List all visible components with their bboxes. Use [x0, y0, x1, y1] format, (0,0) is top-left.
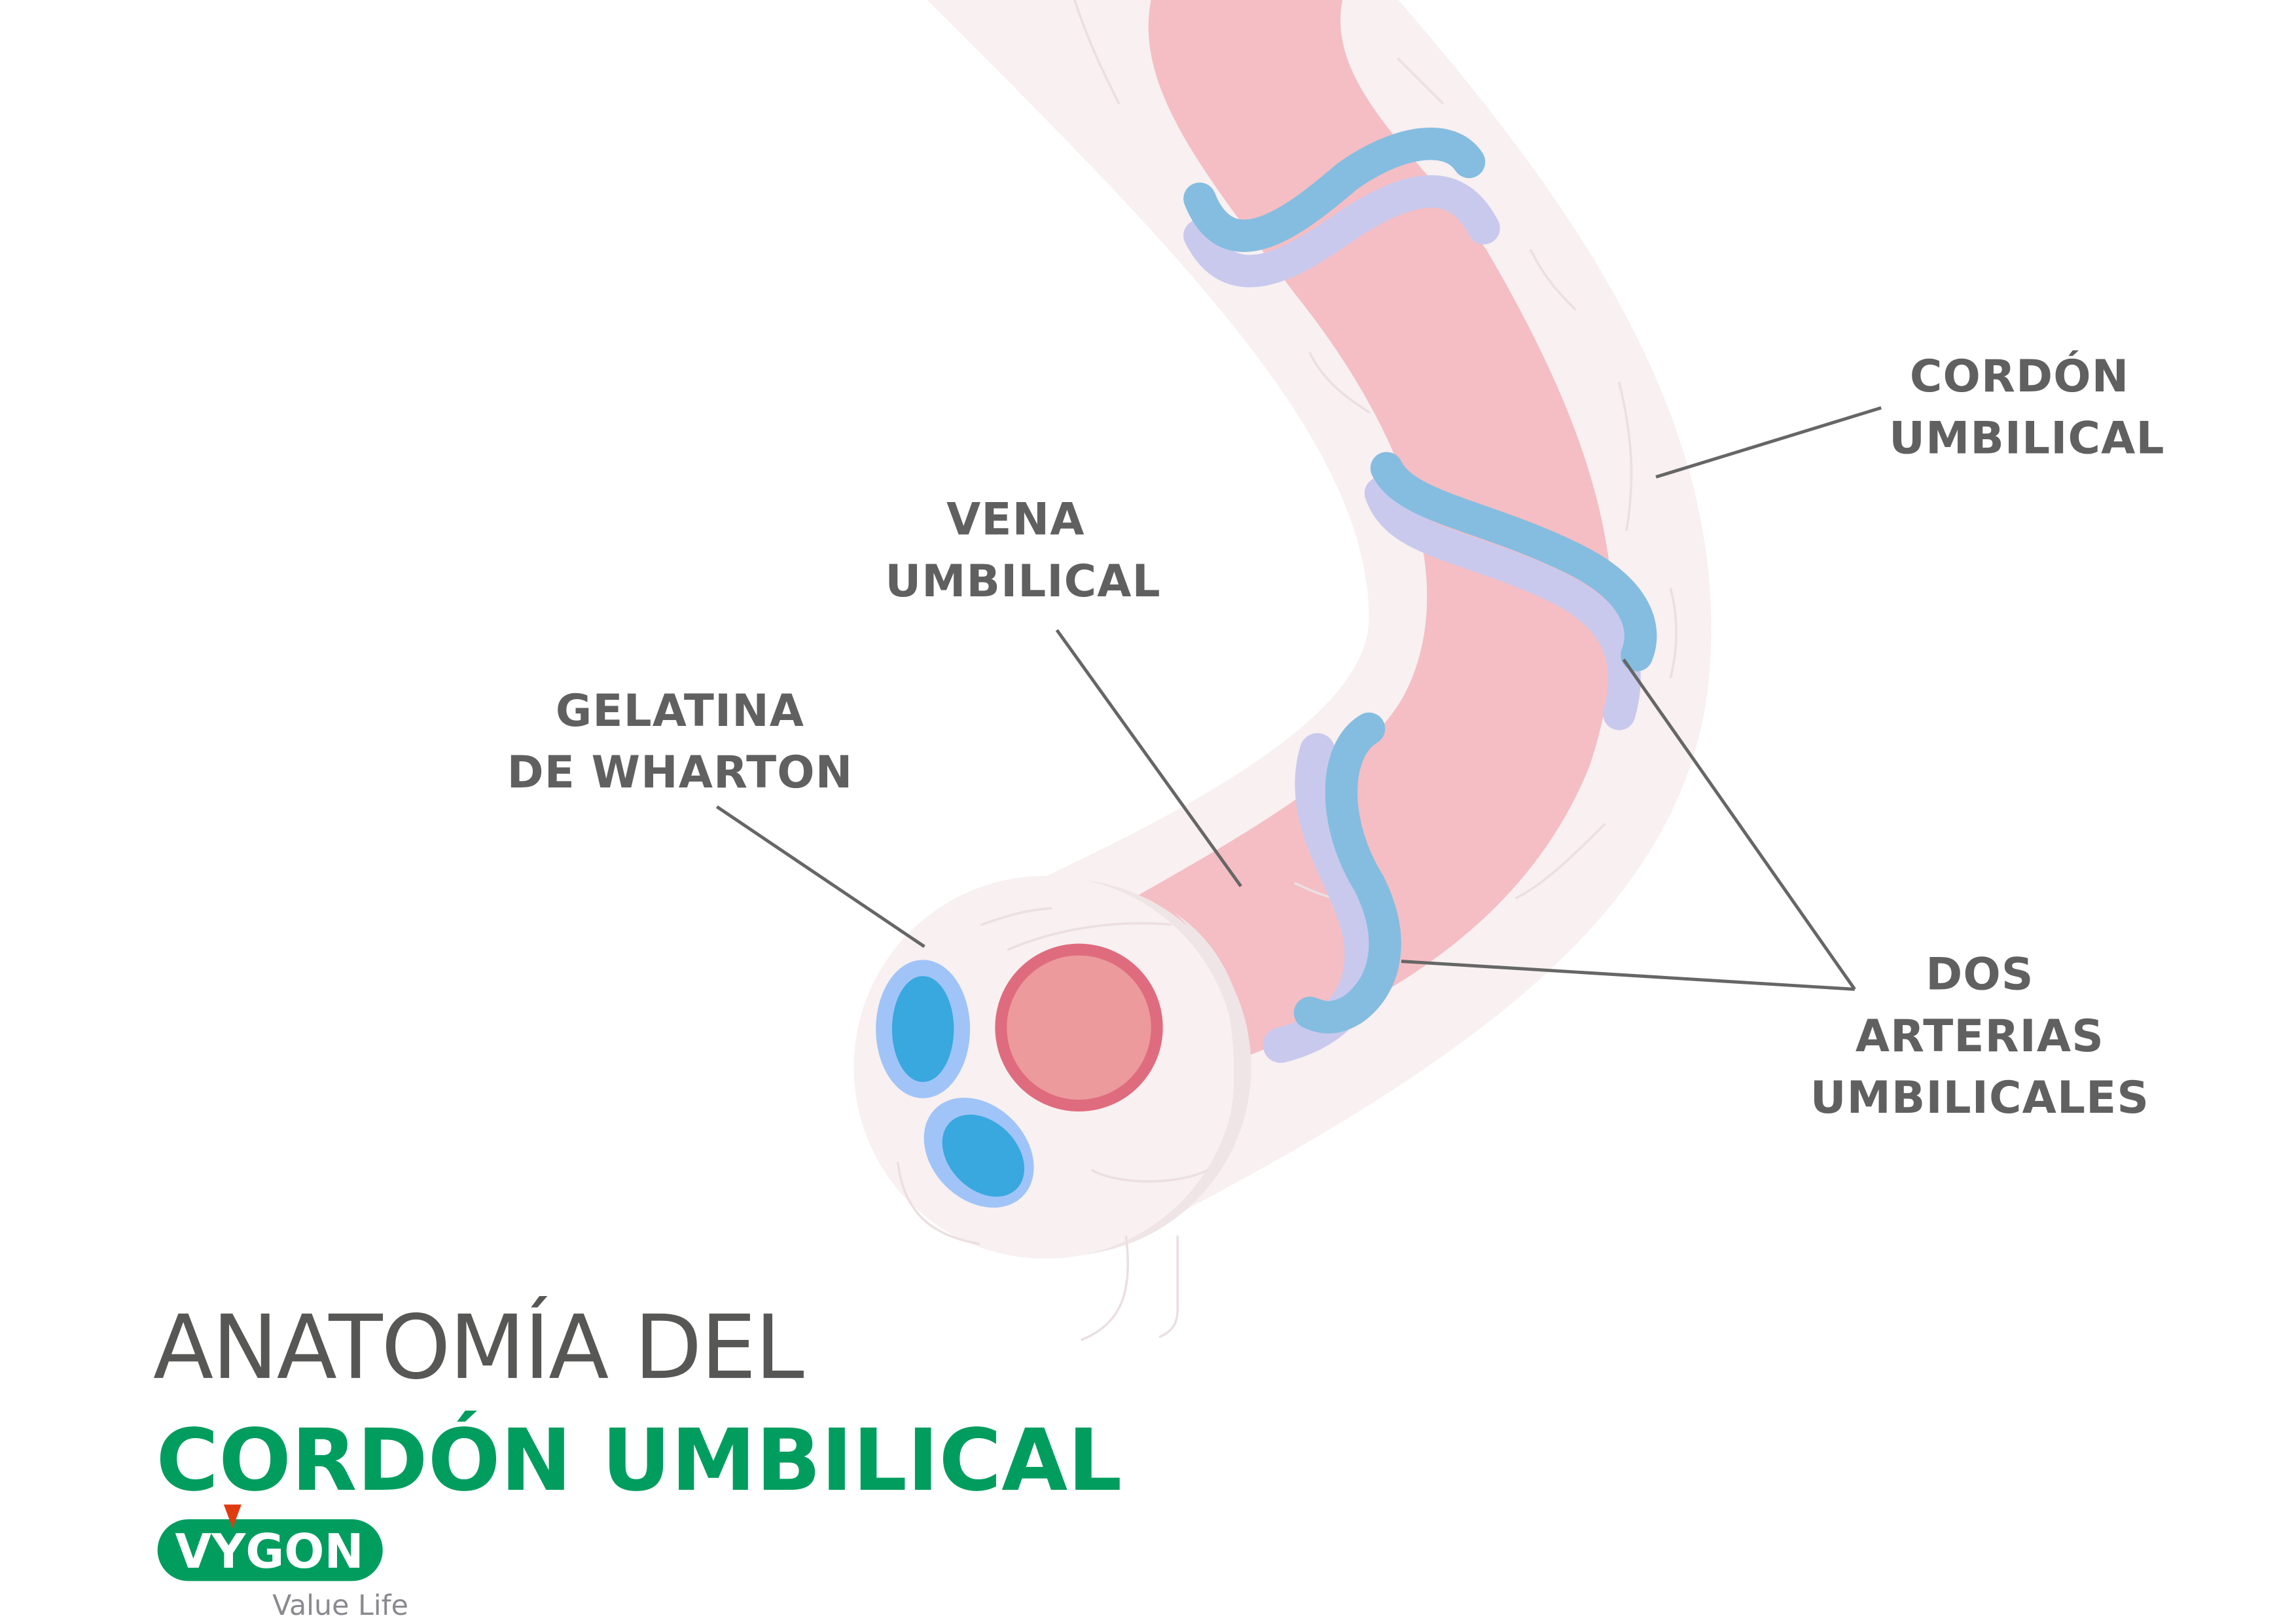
title-line1: ANATOMÍA DEL	[153, 1295, 804, 1399]
leader-cordon	[1655, 406, 1882, 479]
label-arterias-line2: ARTERIAS	[1856, 1010, 2104, 1062]
label-arterias-line1: DOS	[1926, 948, 2034, 1000]
label-cordon-line1: CORDÓN	[1910, 350, 2129, 402]
fiber	[1073, 0, 1121, 105]
fiber	[1515, 823, 1606, 899]
logo-arrow-icon	[223, 1504, 242, 1528]
vygon-logo: VYGON Value Life	[157, 1504, 408, 1622]
label-gelatina-line1: GELATINA	[556, 685, 804, 736]
artery-cross-section-1-lumen	[891, 976, 954, 1083]
logo-pill	[157, 1519, 383, 1581]
fiber	[1618, 381, 1633, 532]
artery-spiral-mid	[1370, 452, 1657, 672]
fiber	[1308, 352, 1371, 414]
label-gelatina-line2: DE WHARTON	[507, 746, 853, 798]
label-arterias-line3: UMBILICALES	[1810, 1072, 2149, 1123]
leader-arteria-2	[1401, 960, 1855, 991]
artery-spiral-top	[1183, 127, 1486, 252]
fiber	[1007, 922, 1172, 951]
artery-cross-section-2-lumen	[942, 1114, 1025, 1197]
logo-tagline: Value Life	[272, 1589, 408, 1622]
artery-spiral-top-shadow	[1183, 175, 1500, 287]
title-line2: CORDÓN UMBILICAL	[156, 1411, 1122, 1510]
fiber	[1530, 249, 1577, 311]
fiber	[980, 907, 1052, 926]
artery-spiral-low	[1293, 712, 1401, 1034]
label-cordon-line2: UMBILICAL	[1889, 412, 2164, 464]
vein-cross-section	[995, 943, 1163, 1111]
fiber	[1158, 1235, 1179, 1338]
fiber	[1090, 1169, 1208, 1183]
fiber	[897, 1161, 980, 1246]
label-vena-line1: VENA	[946, 493, 1085, 545]
label-vena-line2: UMBILICAL	[885, 555, 1160, 607]
logo-brand: VYGON	[175, 1524, 363, 1579]
leader-gelatina	[715, 805, 925, 948]
leader-arteria-1	[1622, 659, 1856, 990]
fiber	[1397, 58, 1444, 105]
leader-vena	[1055, 629, 1242, 888]
fiber	[1081, 1235, 1129, 1341]
fiber	[1669, 587, 1677, 679]
umbilical-vein-body	[1133, 0, 1613, 1060]
